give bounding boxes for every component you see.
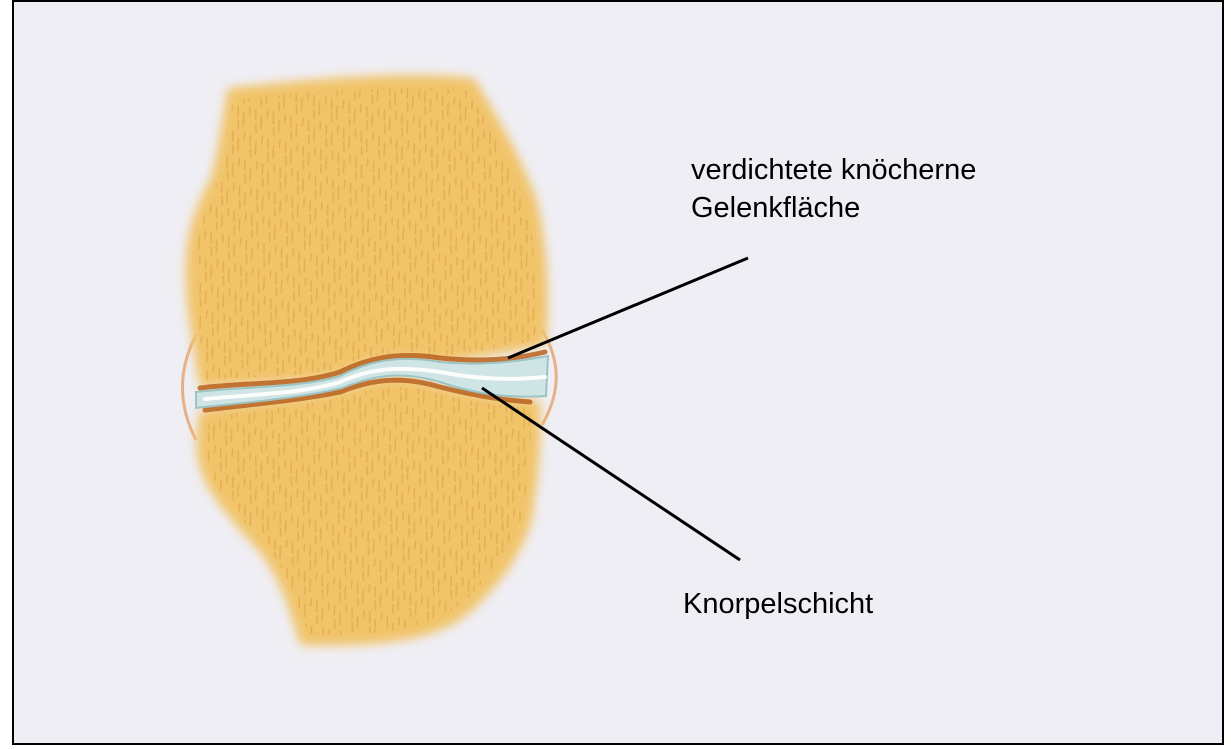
label-bone-surface: verdichtete knöcherne Gelenkfläche — [691, 151, 976, 227]
label-cartilage: Knorpelschicht — [683, 585, 873, 623]
lower-bone — [197, 378, 541, 646]
label-bone-surface-line2: Gelenkfläche — [691, 189, 976, 227]
upper-bone — [186, 75, 548, 388]
label-bone-surface-line1: verdichtete knöcherne — [691, 151, 976, 189]
